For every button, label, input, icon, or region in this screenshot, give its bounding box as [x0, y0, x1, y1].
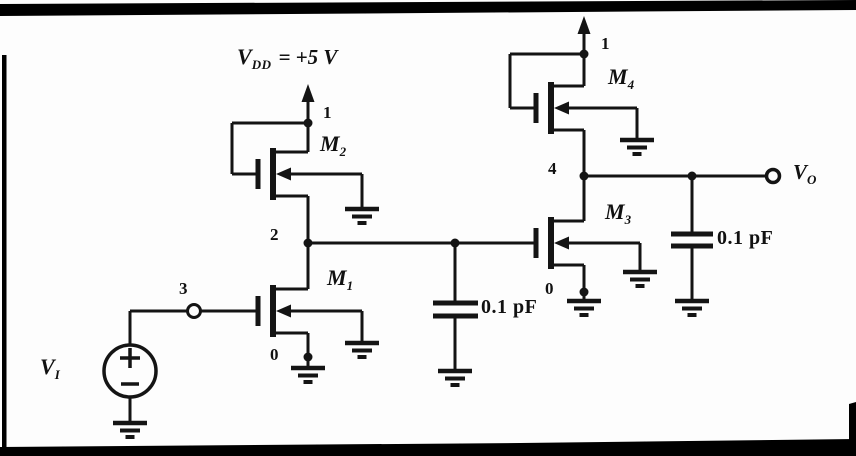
bulk-arrow-icon	[276, 167, 291, 181]
capacitor-middle-label: 0.1 pF	[481, 296, 538, 318]
node-label-1-left: 1	[323, 103, 332, 122]
input-terminal-node	[186, 303, 202, 319]
vo-label: VO	[793, 160, 817, 187]
ground-capacitor-middle	[438, 368, 472, 387]
node-label-4: 4	[548, 159, 557, 178]
ground-capacitor-output	[675, 298, 709, 317]
vi-label: VI	[40, 354, 61, 382]
junction-dots	[303, 49, 697, 362]
node-label-0-left: 0	[270, 345, 279, 364]
capacitor-middle	[433, 245, 478, 370]
node-label-1-right: 1	[601, 34, 610, 53]
node-label-3: 3	[179, 279, 188, 298]
bulk-arrow-icon	[554, 236, 569, 250]
ground-m1-bulk	[345, 340, 379, 359]
bulk-arrow-icon	[276, 304, 291, 318]
capacitor-output	[671, 178, 713, 300]
m4-label: M4	[608, 64, 635, 92]
ground-m2-bulk	[345, 206, 379, 225]
ground-m4-bulk	[620, 137, 654, 156]
ground-m3-bulk	[623, 269, 657, 288]
capacitor-output-label: 0.1 pF	[717, 227, 774, 249]
m1-label: M1	[327, 265, 354, 293]
transistor-m1	[201, 243, 364, 358]
vdd-label: VDD= +5 V	[237, 44, 338, 72]
circuit	[102, 16, 782, 439]
ground-vi	[113, 420, 147, 439]
vi-voltage-source	[102, 343, 158, 422]
node-label-2: 2	[270, 225, 279, 244]
output-terminal-node	[764, 167, 782, 185]
transistor-m3	[533, 176, 642, 292]
node-label-0-right: 0	[545, 279, 554, 298]
bulk-arrow-icon	[554, 101, 569, 115]
transistor-m4	[508, 52, 639, 178]
m2-label: M2	[320, 131, 347, 159]
transistor-m2	[230, 121, 364, 245]
m3-label: M3	[605, 199, 632, 227]
